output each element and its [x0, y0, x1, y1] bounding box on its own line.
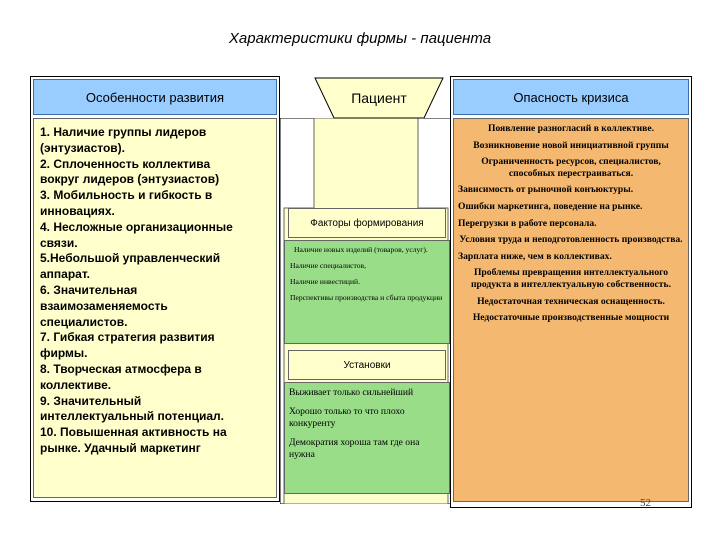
development-line: рынке. Удачный маркетинг [40, 440, 201, 455]
development-line: инновациях. [40, 203, 115, 218]
factors-header: Факторы формирования [288, 208, 446, 238]
crisis-item: Ошибки маркетинга, поведение на рынке. [458, 200, 643, 212]
development-line: 5.Небольшой управленческий [40, 251, 221, 266]
crisis-item: Возникновение новой инициативной группы [473, 139, 669, 151]
install-item: Демократия хороша там где она нужна [289, 436, 420, 461]
crisis-item: Появление разногласий в коллективе. [487, 123, 655, 134]
factor-item: Наличие инвестиций. [290, 277, 360, 286]
crisis-item: Перегрузки в работе персонала. [458, 217, 597, 229]
development-line: 4. Несложные организационные [40, 219, 233, 234]
install-item: Выживает только сильнейший [289, 387, 414, 398]
development-line: 10. Повышенная активность на [40, 425, 227, 440]
crisis-item: Ограниченность ресурсов, специалистов, с… [481, 156, 661, 179]
development-line: 1. Наличие группы лидеров [40, 125, 207, 139]
development-line: специалистов. [40, 314, 128, 329]
installs-header: Установки [288, 350, 446, 380]
development-line: (энтузиастов). [40, 140, 126, 155]
development-line: коллективе. [40, 377, 112, 392]
development-line: 3. Мобильность и гибкость в [40, 188, 213, 203]
crisis-item: Недостаточные производственные мощности [472, 312, 670, 324]
development-line: интеллектуальный потенциал. [40, 409, 224, 424]
crisis-item: Недостаточная техническая оснащенность. [477, 295, 665, 307]
crisis-item: Проблемы превращения интеллектуального п… [471, 267, 671, 290]
factors-list: Наличие новых изделий (товаров, услуг). … [284, 240, 450, 344]
development-line: аппарат. [40, 267, 91, 282]
development-line: 6. Значительная [40, 282, 138, 297]
patient-label: Пациент [351, 90, 407, 106]
development-header: Особенности развития [33, 79, 277, 115]
development-line: связи. [40, 235, 78, 250]
development-list: 1. Наличие группы лидеров (энтузиастов).… [33, 118, 277, 498]
crisis-header: Опасность кризиса [453, 79, 689, 115]
development-line: 9. Значительный [40, 393, 142, 408]
development-line: взаимозаменяемость [40, 298, 168, 313]
development-line: вокруг лидеров (энтузиастов) [40, 172, 220, 187]
page-title: Характеристики фирмы - пациента [228, 30, 492, 47]
development-line: 8. Творческая атмосфера в [40, 361, 202, 376]
factor-item: Наличие специалистов, [290, 261, 367, 270]
development-line: 7. Гибкая стратегия развития [40, 330, 215, 345]
crisis-list: Появление разногласий в коллективе. Возн… [453, 118, 689, 502]
factor-item: Перспективы производства и сбыта продукц… [290, 293, 443, 302]
crisis-item: Зависимость от рыночной конъюктуры. [458, 184, 634, 196]
install-item: Хорошо только то что плохо конкуренту [289, 405, 405, 430]
patient-shape [314, 77, 444, 119]
page-number: 52 [640, 497, 651, 509]
crisis-item: Условия труда и неподготовленность произ… [459, 234, 683, 246]
crisis-item: Зарплата ниже, чем в коллективах. [458, 250, 612, 262]
installs-list: Выживает только сильнейший Хорошо только… [284, 382, 450, 494]
development-line: 2. Сплоченность коллектива [40, 156, 211, 171]
development-line: фирмы. [40, 346, 88, 361]
factor-item: Наличие новых изделий (товаров, услуг). [294, 245, 428, 254]
